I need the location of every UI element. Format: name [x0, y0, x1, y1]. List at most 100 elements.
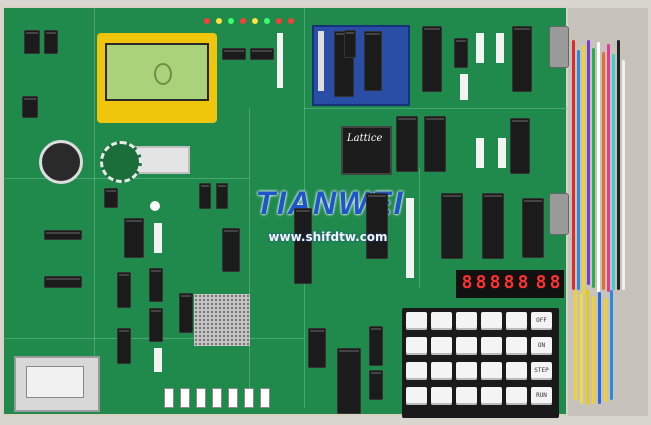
keypad-key[interactable] [406, 362, 427, 380]
jumper-wire-bundle [568, 40, 634, 300]
keypad-key[interactable] [481, 312, 502, 330]
keypad-key[interactable] [456, 337, 477, 355]
pin-header [318, 31, 324, 91]
dip-switch[interactable] [164, 388, 174, 408]
keypad-key[interactable] [481, 362, 502, 380]
buzzer-module [134, 146, 190, 174]
resistor-pack [498, 138, 506, 168]
dip-chip [337, 348, 361, 414]
led-red [240, 18, 246, 24]
keypad-key[interactable] [506, 387, 527, 405]
keypad-key[interactable] [406, 337, 427, 355]
db9-connector-icon[interactable] [549, 26, 569, 68]
keypad-key[interactable] [506, 362, 527, 380]
dip-chip [344, 30, 356, 58]
keypad-key[interactable] [456, 312, 477, 330]
dip-switch[interactable] [228, 388, 238, 408]
keypad-key[interactable]: ON [531, 337, 552, 355]
sd-card [26, 366, 84, 398]
keypad-key[interactable]: OFF [531, 312, 552, 330]
dip-chip [482, 193, 504, 259]
dip-switch[interactable] [260, 388, 270, 408]
segment-digit: 8 [503, 272, 515, 293]
dip-chip [149, 268, 163, 302]
led-yellow [216, 18, 222, 24]
keypad-key[interactable] [456, 387, 477, 405]
keypad-key[interactable]: RUN [531, 387, 552, 405]
led-yellow [252, 18, 258, 24]
dip-chip [149, 308, 163, 342]
dip-chip [199, 183, 211, 209]
resistor-pack [476, 33, 484, 63]
seven-segment-icon: 8 8 8 8 8 8 8 [456, 270, 564, 298]
resistor-pack [496, 33, 504, 63]
dip-chip [441, 193, 463, 259]
segment-digit: 8 [489, 272, 501, 293]
resistor-pack [476, 138, 484, 168]
dip-switch[interactable] [244, 388, 254, 408]
dip-chip [222, 228, 240, 272]
dip-chip [117, 328, 131, 364]
lattice-cpld-chip: Lattice [341, 126, 392, 175]
segment-digit: 8 [517, 272, 529, 293]
keypad-key[interactable] [481, 337, 502, 355]
dip-chip [308, 328, 326, 368]
keypad-key[interactable]: STEP [531, 362, 552, 380]
dip-chip [117, 272, 131, 308]
dip-switch[interactable] [180, 388, 190, 408]
resistor-pack [277, 33, 283, 88]
lcd-screen [105, 43, 209, 101]
led-red [204, 18, 210, 24]
trace-line [94, 8, 95, 408]
led-red [288, 18, 294, 24]
dip-chip [216, 183, 228, 209]
dip-chip [512, 26, 532, 92]
led-red [276, 18, 282, 24]
dip-chip [366, 193, 388, 259]
resistor-pack [406, 198, 414, 278]
keypad-key[interactable] [406, 387, 427, 405]
dip-chip [24, 30, 40, 54]
resistor-pack [154, 348, 162, 372]
dip-chip [44, 230, 82, 240]
dip-chip [369, 326, 383, 366]
dip-chip [424, 116, 446, 172]
keypad-key[interactable] [431, 387, 452, 405]
dip-switch[interactable] [196, 388, 206, 408]
keypad-key[interactable] [431, 362, 452, 380]
keypad-key[interactable] [431, 312, 452, 330]
mcu-daughter-board [312, 25, 410, 106]
resistor-pack [154, 223, 162, 253]
trace-line [419, 168, 420, 288]
led-green [228, 18, 234, 24]
dip-chip [124, 218, 144, 258]
trimmer-pot [150, 201, 160, 211]
lcd-glyph [154, 63, 172, 85]
trace-line [304, 108, 568, 109]
dip-chip [179, 293, 193, 333]
prototype-grid [194, 294, 250, 346]
dip-chip [294, 208, 312, 284]
dip-chip [422, 26, 442, 92]
dip-chip [396, 116, 418, 172]
yellow-wire-bundle [568, 290, 634, 410]
keypad-key[interactable] [431, 337, 452, 355]
dip-chip [222, 48, 246, 60]
segment-digit: 8 [475, 272, 487, 293]
dip-chip [44, 276, 82, 288]
lcd-module-icon [97, 33, 217, 123]
dip-chip [369, 370, 383, 400]
mcu-chip [364, 31, 382, 91]
keypad-key[interactable] [506, 312, 527, 330]
keypad-key[interactable] [481, 387, 502, 405]
lattice-logo: Lattice [347, 133, 383, 144]
dip-chip [44, 30, 58, 54]
keypad-key[interactable] [456, 362, 477, 380]
dip-switch[interactable] [212, 388, 222, 408]
db9-connector-icon[interactable] [549, 193, 569, 235]
dip-chip [522, 198, 544, 258]
rotary-switch [100, 141, 142, 183]
sd-card-slot-icon[interactable] [14, 356, 100, 412]
keypad-key[interactable] [506, 337, 527, 355]
keypad-key[interactable] [406, 312, 427, 330]
